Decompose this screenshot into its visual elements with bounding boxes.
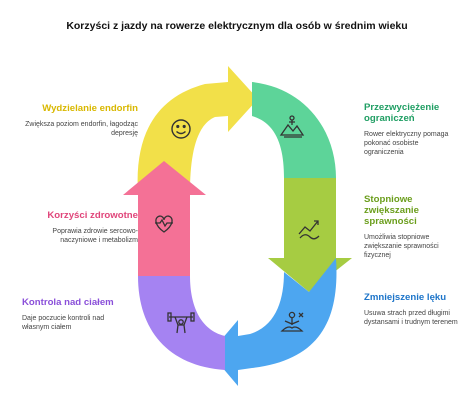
item-sprawnosc-label: Stopniowe zwiększanie sprawności: [364, 194, 419, 227]
item-ograniczenia-description: Rower elektryczny pomaga pokonać osobist…: [364, 131, 449, 156]
item-endorfin-description: Zwiększa poziom endorfin, łagodząc depre…: [25, 121, 138, 137]
weightlifter-icon: [167, 312, 195, 334]
item-kontrola: Kontrola nad ciałem Daje poczucie kontro…: [22, 297, 132, 332]
heart-icon: [155, 215, 173, 233]
item-endorfin-label: Wydzielanie endorfin: [42, 103, 138, 114]
item-lek: Zmniejszenie lęku Usuwa strach przed dłu…: [364, 292, 460, 327]
item-ograniczenia: Przezwyciężenie ograniczeń Rower elektry…: [364, 102, 460, 157]
item-zdrowotne-label: Korzyści zdrowotne: [47, 210, 138, 221]
item-endorfin: Wydzielanie endorfin Zwiększa poziom end…: [22, 103, 138, 138]
segment-sprawnosc: [268, 178, 352, 292]
item-zdrowotne: Korzyści zdrowotne Poprawia zdrowie serc…: [22, 210, 138, 245]
progress-chart-icon: [298, 220, 320, 240]
item-kontrola-description: Daje poczucie kontroli nad własnym ciałe…: [22, 315, 105, 331]
segment-kontrola: [138, 276, 225, 370]
item-ograniczenia-label: Przezwyciężenie ograniczeń: [364, 102, 440, 124]
item-zdrowotne-description: Poprawia zdrowie sercowo-naczyniowe i me…: [52, 228, 138, 244]
mountain-climb-icon: [279, 115, 305, 138]
segment-endorfin: [137, 66, 258, 193]
item-lek-description: Usuwa strach przed długimi dystansami i …: [364, 310, 458, 326]
smile-face-icon: [171, 119, 191, 139]
item-sprawnosc: Stopniowe zwiększanie sprawności Umożliw…: [364, 194, 460, 260]
item-sprawnosc-description: Umożliwia stopniowe zwiększanie sprawnoś…: [364, 234, 439, 259]
diagram-title: Korzyści z jazdy na rowerze elektrycznym…: [66, 20, 408, 32]
item-lek-label: Zmniejszenie lęku: [364, 292, 447, 303]
item-kontrola-label: Kontrola nad ciałem: [22, 297, 114, 308]
meditation-icon: [280, 311, 304, 332]
segment-lek: [210, 258, 337, 386]
